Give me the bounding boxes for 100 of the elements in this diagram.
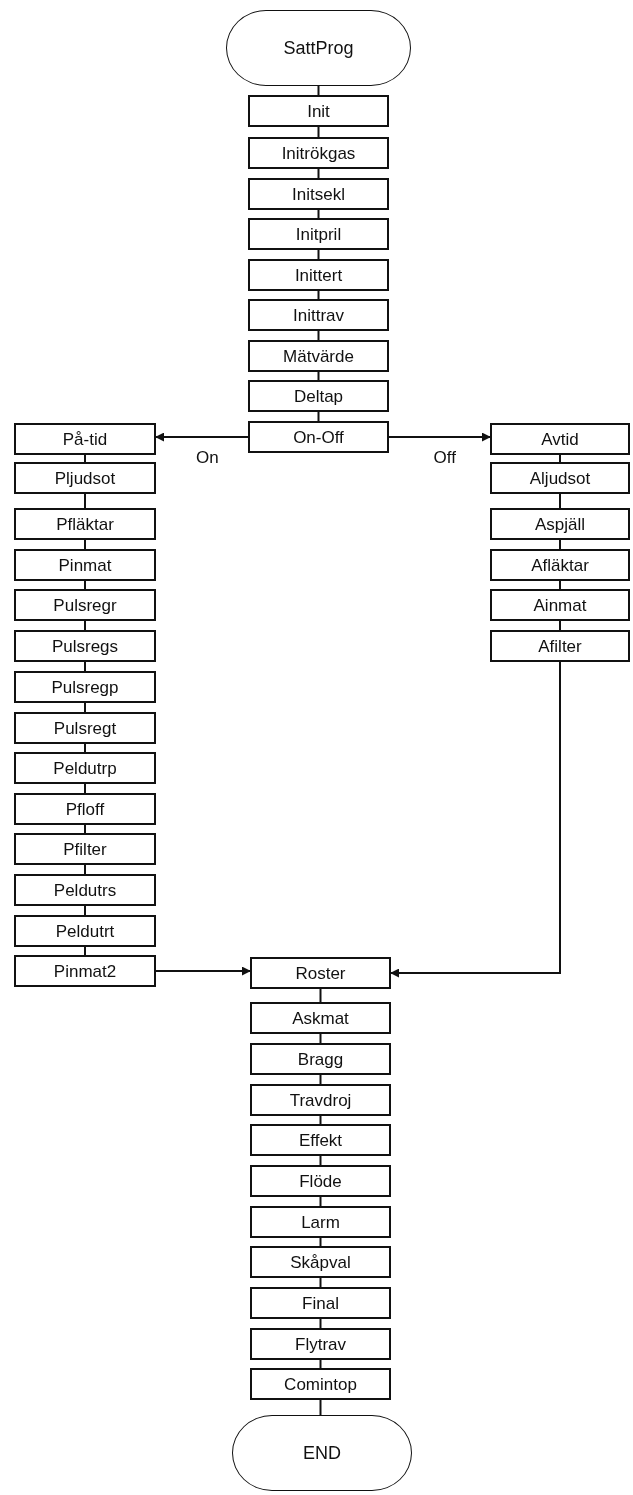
- connector-line: [317, 209, 320, 219]
- connector-line: [84, 824, 86, 834]
- process-box: [490, 549, 630, 581]
- process-box: [14, 462, 156, 494]
- process-box: [250, 1206, 391, 1238]
- connector-line: [84, 946, 86, 956]
- connector-line: [84, 661, 86, 672]
- connector-line: [317, 126, 320, 138]
- connector-line: [319, 1033, 322, 1044]
- node-label: Pulsregr: [53, 596, 117, 614]
- process-box: [250, 1368, 391, 1400]
- process-box: [490, 508, 630, 540]
- connector-line: [319, 988, 322, 1003]
- connector-line: [84, 743, 86, 753]
- process-box: [14, 630, 156, 662]
- connector-line: [317, 249, 320, 260]
- node-label: Flöde: [299, 1172, 342, 1190]
- node-label: Comintop: [284, 1375, 357, 1393]
- node-label: Pinmat: [58, 556, 112, 574]
- arrow: [155, 966, 251, 976]
- connector-line: [319, 1318, 322, 1329]
- process-box: [248, 421, 389, 453]
- process-box: [248, 259, 389, 291]
- connector-line: [559, 620, 561, 631]
- process-box: [14, 752, 156, 784]
- process-box: [250, 1328, 391, 1360]
- process-box: [250, 1002, 391, 1034]
- node-label: END: [303, 1444, 341, 1462]
- node-label: Mätvärde: [283, 347, 354, 365]
- connector-line: [317, 330, 320, 341]
- node-label: Pfläktar: [56, 515, 114, 533]
- connector-line: [319, 1155, 322, 1166]
- connector-line: [559, 493, 561, 509]
- process-box: [490, 630, 630, 662]
- arrow: [155, 432, 249, 442]
- connector-line: [319, 1359, 322, 1369]
- connector-line: [84, 905, 86, 916]
- process-box: [490, 462, 630, 494]
- arrow: [390, 661, 561, 978]
- node-label: Inittert: [294, 266, 343, 284]
- node-label: Travdroj: [289, 1091, 352, 1109]
- connector-line: [559, 454, 561, 463]
- node-label: Ainmat: [533, 596, 587, 614]
- node-label: On-Off: [293, 428, 344, 446]
- process-box: [248, 137, 389, 169]
- process-box: [14, 793, 156, 825]
- process-box: [14, 833, 156, 865]
- node-label: Peldutrt: [55, 922, 115, 940]
- node-label: Initsekl: [292, 185, 345, 203]
- process-box: [250, 1246, 391, 1278]
- connector-line: [319, 1237, 322, 1247]
- connector-line: [559, 580, 561, 590]
- edge-label: On: [194, 449, 221, 466]
- connector-line: [317, 85, 320, 96]
- node-label: Peldutrp: [53, 759, 117, 777]
- process-box: [14, 423, 156, 455]
- process-box: [250, 1287, 391, 1319]
- process-box: [250, 1165, 391, 1197]
- connector-line: [317, 290, 320, 300]
- connector-line: [84, 783, 86, 794]
- node-label: Initrökgas: [281, 144, 356, 162]
- connector-line: [559, 539, 561, 550]
- process-box: [14, 712, 156, 744]
- node-label: Pinmat2: [53, 962, 117, 980]
- connector-line: [84, 539, 86, 550]
- node-label: Initpril: [295, 225, 342, 243]
- process-box: [490, 423, 630, 455]
- process-box: [14, 955, 156, 987]
- process-box: [14, 589, 156, 621]
- node-label: Aspjäll: [534, 515, 586, 533]
- node-label: Effekt: [298, 1131, 343, 1149]
- process-box: [250, 957, 391, 989]
- node-label: Pfilter: [63, 840, 107, 858]
- process-box: [248, 299, 389, 331]
- node-label: Avtid: [541, 430, 579, 448]
- process-box: [248, 380, 389, 412]
- process-box: [248, 340, 389, 372]
- process-box: [14, 671, 156, 703]
- node-label: Roster: [295, 964, 346, 982]
- process-box: [490, 589, 630, 621]
- process-box: [250, 1084, 391, 1116]
- node-label: Flytrav: [295, 1335, 346, 1353]
- process-box: [14, 874, 156, 906]
- node-label: Afilter: [538, 637, 582, 655]
- node-label: Deltap: [293, 387, 344, 405]
- connector-line: [84, 580, 86, 590]
- node-label: SattProg: [283, 39, 354, 57]
- process-box: [250, 1124, 391, 1156]
- node-label: Larm: [301, 1213, 340, 1231]
- process-box: [250, 1043, 391, 1075]
- node-label: Bragg: [297, 1050, 344, 1068]
- connector-line: [317, 371, 320, 381]
- connector-line: [319, 1399, 322, 1416]
- connector-line: [84, 493, 86, 509]
- connector-line: [84, 864, 86, 875]
- connector-line: [84, 620, 86, 631]
- process-box: [248, 218, 389, 250]
- edge-label: Off: [431, 449, 458, 466]
- connector-line: [319, 1115, 322, 1125]
- node-label: På-tid: [62, 430, 108, 448]
